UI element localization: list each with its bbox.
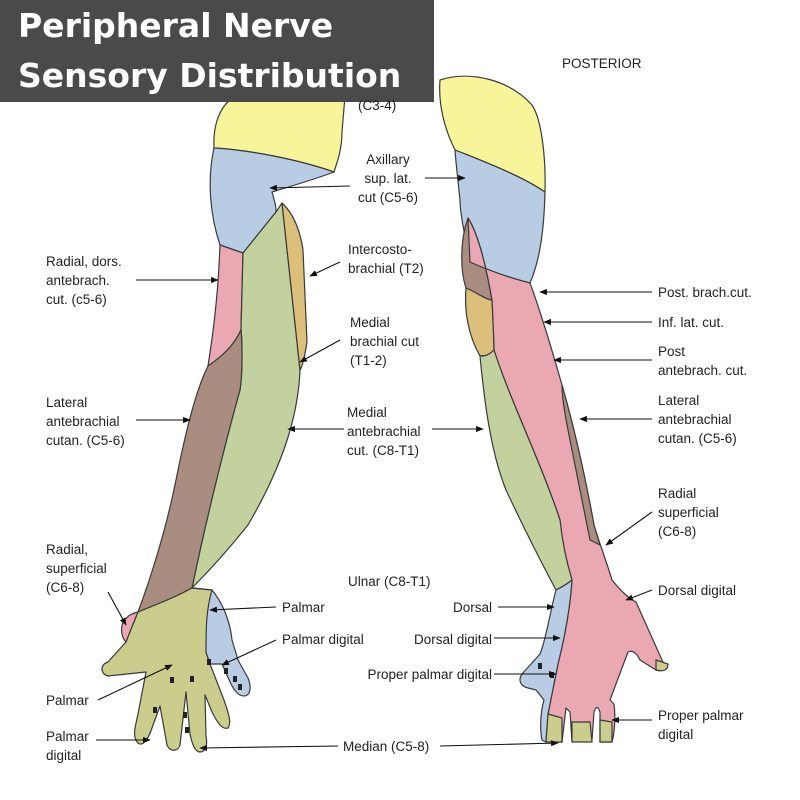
label-ulnar-palmar: Palmar	[282, 600, 325, 615]
label-axillary: Axillary sup. lat. cut (C5-6)	[357, 152, 418, 205]
label-left-palmar-digital: Palmar digital	[46, 729, 89, 763]
label-proper-palmar-digital: Proper palmar digital	[367, 667, 492, 682]
label-median: Median (C5-8)	[343, 739, 430, 754]
anterior-arm	[101, 91, 346, 753]
anterior-medial-brachial-region	[281, 202, 308, 371]
anterior-ulnar-hand-region	[191, 587, 251, 697]
anterior-axillary-region	[209, 147, 335, 254]
label-ulnar-palmar-digital: Palmar digital	[282, 632, 364, 647]
anterior-hand-marks	[153, 659, 242, 733]
label-right-radial-superficial: Radial superficial (C6-8)	[658, 486, 719, 539]
label-left-palmar: Palmar	[46, 693, 89, 708]
label-left-lateral-antebrachial: Lateral antebrachial cutan. (C5-6)	[46, 395, 125, 448]
label-intercostobrachial: Intercosto- brachial (T2)	[348, 242, 424, 276]
posterior-ulnar-dorsal-region	[519, 579, 573, 743]
title-banner: Peripheral Nerve Sensory Distribution	[0, 0, 434, 102]
label-right-lateral-antebrachial: Lateral antebrachial cutan. (C5-6)	[658, 393, 737, 446]
label-posterior: POSTERIOR	[562, 56, 642, 71]
label-medial-antebrachial: Medial antebrachial cut. (C8-T1)	[347, 405, 421, 458]
label-medial-brachial: Medial brachial cut (T1-2)	[350, 315, 420, 368]
posterior-lateral-antebrachial-region	[561, 384, 601, 546]
pointer-lines	[96, 174, 653, 751]
posterior-arm	[439, 75, 665, 743]
label-ulnar-dorsal: Dorsal	[452, 600, 492, 615]
posterior-fingertips	[545, 659, 669, 743]
page-title-line-1: Peripheral Nerve	[18, 6, 334, 45]
label-left-radial-superficial: Radial, superficial (C6-8)	[46, 542, 107, 595]
label-ulnar: Ulnar (C8-T1)	[348, 574, 431, 589]
label-radial-dorsal: Radial, dors. antebrach. cut. (c5-6)	[46, 254, 122, 307]
page-title-line-2: Sensory Distribution	[18, 56, 402, 95]
label-ulnar-dorsal-digital: Dorsal digital	[413, 632, 492, 647]
label-inf-lat-cut: Inf. lat. cut.	[658, 315, 725, 330]
label-right-dorsal-digital: Dorsal digital	[658, 583, 737, 598]
label-supraclavicular: (C3-4)	[358, 98, 397, 113]
mark	[170, 677, 174, 683]
label-right-proper-palmar-digital: Proper palmar digital	[658, 708, 744, 742]
label-post-antebrach-cut: Post antebrach. cut.	[658, 344, 748, 378]
posterior-brachial-region	[467, 217, 665, 743]
label-post-brach-cut: Post. brach.cut.	[658, 285, 752, 300]
